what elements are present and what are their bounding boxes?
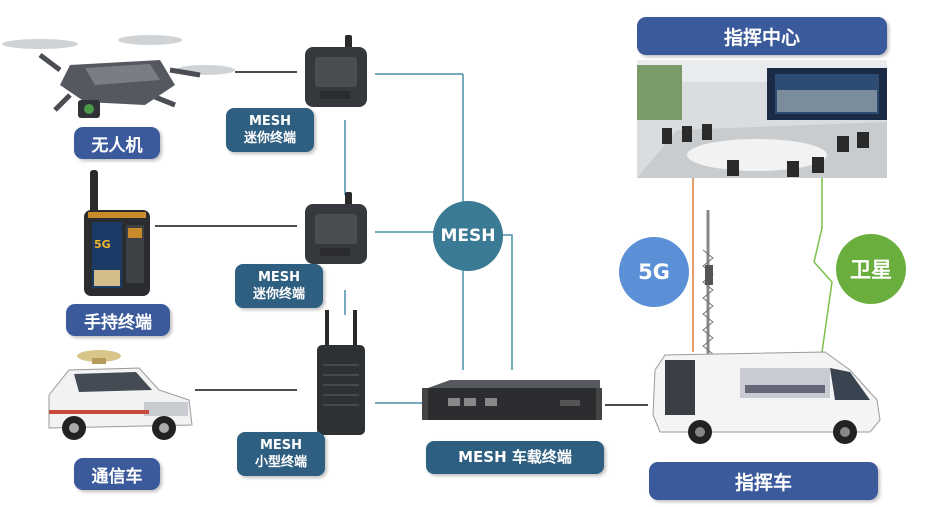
mesh-vehicle-terminal-image xyxy=(422,380,602,420)
mesh-mini-terminal-2-label: MESH 迷你终端 xyxy=(235,264,323,308)
svg-text:5G: 5G xyxy=(94,238,111,251)
mesh-mini-terminal-1-image xyxy=(305,35,367,107)
command-vehicle-image xyxy=(652,210,881,444)
command-center-label: 指挥中心 xyxy=(637,17,887,55)
mesh-hub-circle: MESH xyxy=(433,201,503,271)
handheld-label: 手持终端 xyxy=(66,304,170,336)
handheld-terminal-image: 5G xyxy=(84,170,150,296)
uav-drone-image xyxy=(2,35,235,118)
link-satellite-badge: 卫星 xyxy=(836,234,906,304)
mesh-small-terminal-label: MESH 小型终端 xyxy=(237,432,325,476)
mesh-mini-terminal-2-line2: 迷你终端 xyxy=(252,287,305,302)
mesh-mini-terminal-2-line1: MESH xyxy=(257,270,301,285)
link-5g-badge: 5G xyxy=(619,237,689,307)
mesh-mini-terminal-1-line1: MESH xyxy=(248,114,292,129)
mesh-mini-terminal-1-line2: 迷你终端 xyxy=(243,131,296,146)
comm-vehicle-label: 通信车 xyxy=(74,458,160,490)
mesh-vehicle-terminal-label: MESH 车载终端 xyxy=(426,441,604,474)
comm-vehicle-image xyxy=(48,350,193,440)
mesh-mini-terminal-1-label: MESH 迷你终端 xyxy=(226,108,314,152)
command-vehicle-label: 指挥车 xyxy=(649,462,878,500)
mesh-mini-terminal-2-image xyxy=(305,192,367,264)
mesh-small-terminal-line1: MESH xyxy=(259,438,303,453)
command-center-photo xyxy=(637,60,887,178)
link-satellite-line xyxy=(813,178,833,353)
mesh-small-terminal-image xyxy=(317,310,365,435)
uav-label: 无人机 xyxy=(74,127,160,159)
mesh-small-terminal-line2: 小型终端 xyxy=(254,455,307,470)
